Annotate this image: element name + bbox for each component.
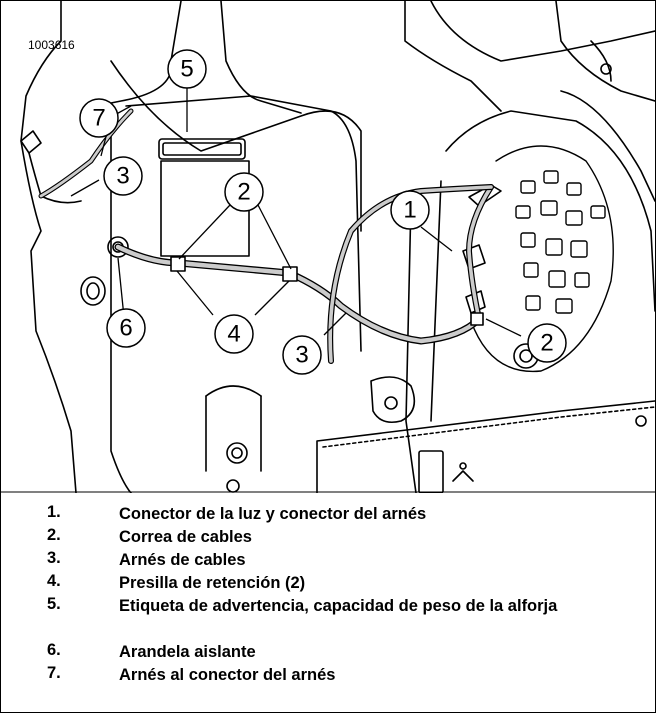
callout-4 bbox=[214, 314, 254, 354]
legend-item-number: 7. bbox=[47, 664, 61, 682]
legend-item-number: 5. bbox=[47, 595, 61, 613]
callout-3-left-number: 3 bbox=[116, 163, 129, 190]
legend-item-text: Etiqueta de advertencia, capacidad de pe… bbox=[119, 597, 558, 615]
legend-item-number: 6. bbox=[47, 641, 61, 659]
callout-1 bbox=[390, 190, 430, 230]
callout-1-number: 1 bbox=[403, 197, 416, 224]
callout-5 bbox=[167, 49, 207, 89]
callout-3-right bbox=[282, 335, 322, 375]
legend-item-number: 4. bbox=[47, 572, 61, 590]
legend-item-number: 2. bbox=[47, 526, 61, 544]
callout-2-left bbox=[224, 172, 264, 212]
callout-3-right-number: 3 bbox=[295, 342, 308, 369]
panel-outline bbox=[20, 1, 77, 493]
legend-item-text: Arandela aislante bbox=[119, 643, 256, 661]
callout-3-left bbox=[103, 156, 143, 196]
legend-item-text: Presilla de retención (2) bbox=[119, 574, 306, 592]
panel-edge bbox=[110, 60, 362, 232]
callout-4-number: 4 bbox=[227, 321, 240, 348]
callout-2-left-number: 2 bbox=[237, 179, 250, 206]
legend-item-text: Correa de cables bbox=[119, 528, 252, 546]
legend-item-number: 3. bbox=[47, 549, 61, 567]
legend-item-number: 1. bbox=[47, 503, 61, 521]
legend-item-text: Arnés de cables bbox=[119, 551, 246, 569]
callout-6 bbox=[106, 308, 146, 348]
callout-5-number: 5 bbox=[180, 56, 193, 83]
warning-label bbox=[158, 138, 246, 160]
figure-id-label: 1003616 bbox=[28, 38, 75, 52]
callout-7 bbox=[79, 98, 119, 138]
callout-6-number: 6 bbox=[119, 315, 132, 342]
legend-item-text: Arnés al conector del arnés bbox=[119, 666, 336, 684]
callout-2-right-number: 2 bbox=[540, 330, 553, 357]
callout-7-number: 7 bbox=[92, 105, 105, 132]
technical-illustration: 5 7 3 2 1 6 4 3 2 bbox=[1, 1, 655, 493]
callout-2-right bbox=[527, 323, 567, 363]
legend-item-text: Conector de la luz y conector del arnés bbox=[119, 505, 427, 523]
grommet bbox=[107, 236, 129, 258]
